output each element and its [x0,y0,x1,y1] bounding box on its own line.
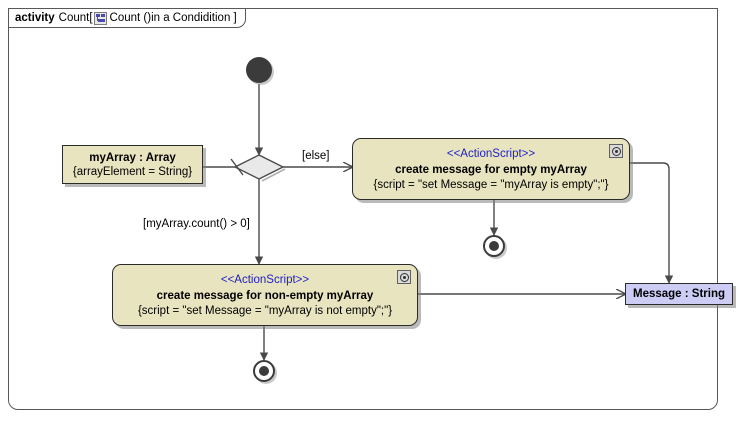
activity-frame [8,8,718,410]
action-title: create message for empty myArray [395,164,587,176]
activity-final-node-empty[interactable] [483,235,505,257]
activity-frame-header[interactable]: activity Count[ Count ()in a Condidition… [8,8,246,28]
object-node-title: Message : String [632,288,726,300]
object-node-message[interactable]: Message : String [625,283,733,305]
decision-tick [230,158,244,176]
initial-node[interactable] [246,57,272,83]
activity-final-node-nonempty[interactable] [253,360,275,382]
action-create-message-empty[interactable]: <<ActionScript>> create message for empt… [352,138,630,200]
action-script-icon[interactable] [609,144,623,158]
object-node-title: myArray : Array [89,151,176,164]
object-node-attribute: {arrayElement = String} [72,165,193,178]
action-script-icon[interactable] [397,270,411,284]
activity-diagram-icon [93,11,107,25]
action-stereotype: <<ActionScript>> [220,274,310,286]
frame-qualifier-label: Count ()in a Condidition ] [109,12,237,24]
edge-action-empty-to-message [630,162,674,284]
action-script: {script = "set Message = "myArray is not… [137,305,393,317]
action-create-message-nonempty[interactable]: <<ActionScript>> create message for non-… [112,264,418,326]
action-stereotype: <<ActionScript>> [446,148,536,160]
action-title: create message for non-empty myArray [156,290,374,302]
action-script: {script = "set Message = "myArray is emp… [373,179,609,191]
object-node-myarray[interactable]: myArray : Array {arrayElement = String} [62,145,203,184]
guard-label-count: [myArray.count() > 0] [143,218,250,230]
frame-name-label: Count[ [58,12,93,24]
frame-kind-label: activity [15,12,55,24]
guard-label-else: [else] [302,150,330,162]
decision-shadow [261,168,286,182]
